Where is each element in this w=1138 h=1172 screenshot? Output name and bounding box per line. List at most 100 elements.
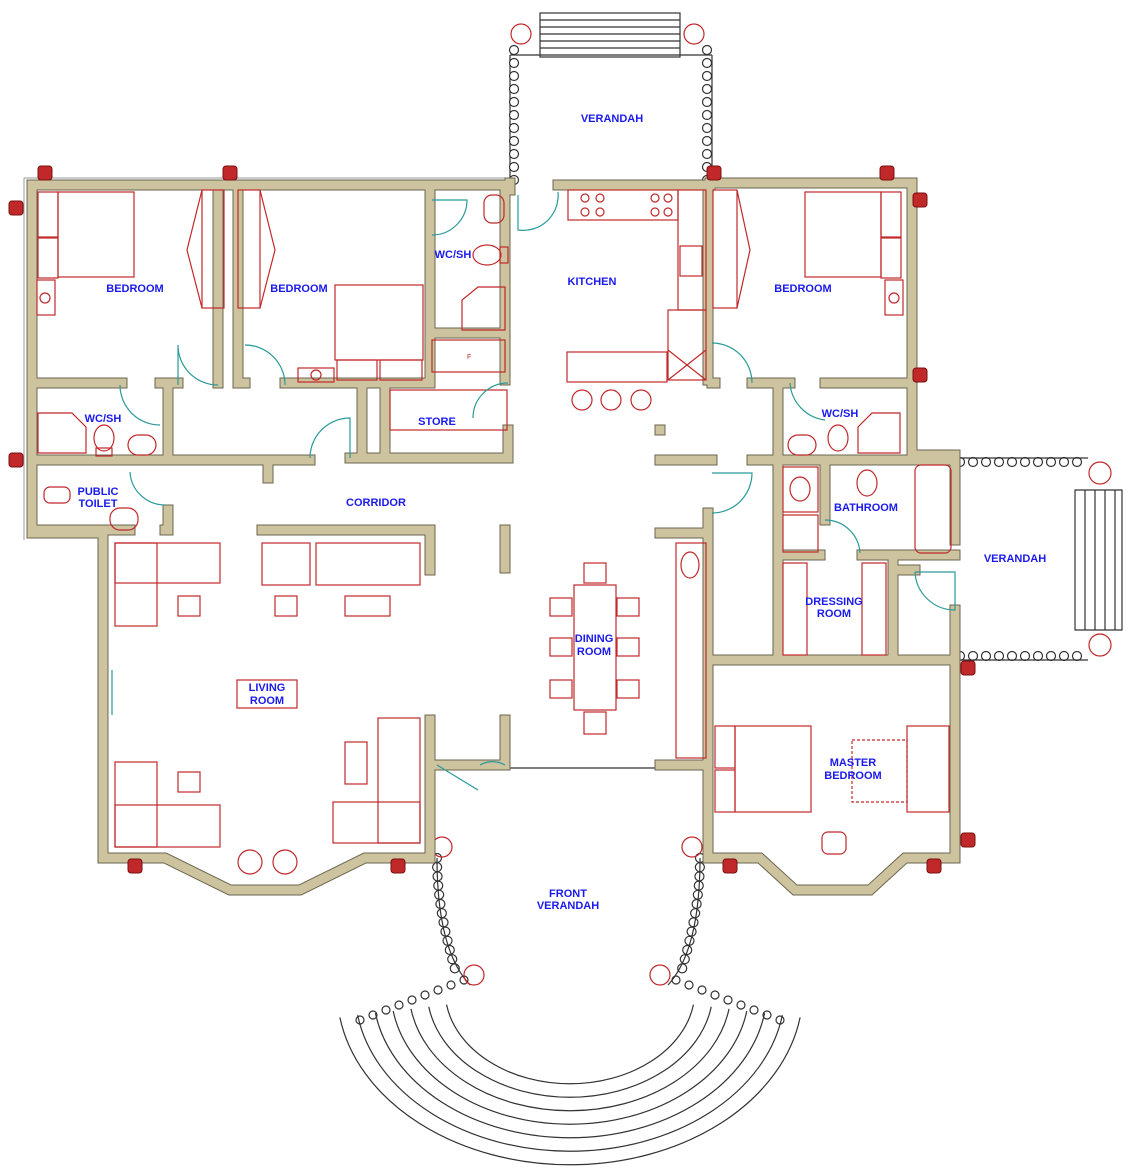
post xyxy=(1058,650,1070,662)
label-bedroom-2: BEDROOM xyxy=(270,283,327,295)
step xyxy=(445,1004,695,1085)
step xyxy=(392,1010,748,1125)
column xyxy=(912,192,928,208)
step xyxy=(339,1017,801,1166)
label-front-verandah: FRONT xyxy=(549,888,587,900)
furniture: F xyxy=(36,189,952,875)
post xyxy=(701,135,713,147)
step xyxy=(374,1012,766,1139)
post xyxy=(993,456,1005,468)
label-store: STORE xyxy=(418,416,456,428)
post xyxy=(980,456,992,468)
post xyxy=(701,57,713,69)
label-verandah-right: VERANDAH xyxy=(984,553,1046,565)
column xyxy=(390,858,406,874)
column xyxy=(127,858,143,874)
post xyxy=(736,1000,746,1010)
label-dining-room-2: ROOM xyxy=(577,646,611,658)
post xyxy=(1045,456,1057,468)
post xyxy=(508,70,520,82)
label-living-room-2: ROOM xyxy=(250,695,284,707)
label-wcsh-left: WC/SH xyxy=(85,413,122,425)
columns xyxy=(8,165,976,874)
post xyxy=(671,975,681,985)
label-master-bedroom-2: BEDROOM xyxy=(824,770,881,782)
column xyxy=(8,200,24,216)
label-master-bedroom: MASTER xyxy=(830,757,877,769)
label-corridor: CORRIDOR xyxy=(346,497,406,509)
post xyxy=(1045,650,1057,662)
post xyxy=(710,990,720,1000)
label-wcsh-right: WC/SH xyxy=(822,408,859,420)
post xyxy=(701,148,713,160)
post xyxy=(701,109,713,121)
column xyxy=(37,165,53,181)
post xyxy=(381,1005,391,1015)
post xyxy=(368,1010,378,1020)
post xyxy=(697,985,707,995)
post xyxy=(438,917,449,928)
fridge xyxy=(431,339,506,373)
verandah-posts xyxy=(355,44,1083,1025)
post xyxy=(1019,650,1031,662)
doors xyxy=(111,191,956,791)
post xyxy=(508,161,520,173)
walls xyxy=(26,177,961,896)
dining-table xyxy=(573,584,617,711)
post xyxy=(508,135,520,147)
post xyxy=(686,926,697,937)
post xyxy=(1071,650,1083,662)
bed xyxy=(334,284,424,361)
post xyxy=(1071,456,1083,468)
post xyxy=(691,898,702,910)
label-living-room: LIVING xyxy=(249,682,286,694)
post xyxy=(1006,650,1018,662)
post xyxy=(762,1010,772,1020)
label-dressing-room-2: ROOM xyxy=(817,608,851,620)
post xyxy=(690,908,701,919)
step xyxy=(410,1008,730,1112)
column xyxy=(926,858,942,874)
post xyxy=(723,995,733,1005)
wardrobe xyxy=(201,189,225,309)
post xyxy=(701,122,713,134)
step xyxy=(357,1015,783,1152)
post xyxy=(1058,456,1070,468)
label-dressing-room: DRESSING xyxy=(805,596,862,608)
column xyxy=(879,165,895,181)
post xyxy=(446,980,456,990)
fridge-label: F xyxy=(467,354,471,361)
column xyxy=(960,660,976,676)
column xyxy=(8,452,24,468)
post xyxy=(436,908,447,919)
post xyxy=(407,995,417,1005)
label-public-toilet-2: TOILET xyxy=(79,498,118,510)
post xyxy=(508,148,520,160)
post xyxy=(1019,456,1031,468)
post xyxy=(508,122,520,134)
post xyxy=(701,44,713,56)
post xyxy=(508,96,520,108)
column xyxy=(222,165,238,181)
label-verandah-top: VERANDAH xyxy=(581,113,643,125)
post xyxy=(394,1000,404,1010)
label-bathroom: BATHROOM xyxy=(834,502,898,514)
step xyxy=(428,1006,712,1098)
post xyxy=(980,650,992,662)
label-bedroom-3: BEDROOM xyxy=(774,283,831,295)
label-bedroom-1: BEDROOM xyxy=(106,283,163,295)
label-front-verandah-2: VERANDAH xyxy=(537,900,599,912)
post xyxy=(749,1005,759,1015)
post xyxy=(508,57,520,69)
room-labels: VERANDAH BEDROOM BEDROOM WC/SH KITCHEN B… xyxy=(78,113,1047,912)
post xyxy=(701,83,713,95)
bed xyxy=(57,191,135,278)
post xyxy=(688,917,699,928)
column xyxy=(912,367,928,383)
post xyxy=(420,990,430,1000)
top-verandah xyxy=(509,12,713,183)
post xyxy=(684,980,694,990)
post xyxy=(701,70,713,82)
post xyxy=(508,83,520,95)
